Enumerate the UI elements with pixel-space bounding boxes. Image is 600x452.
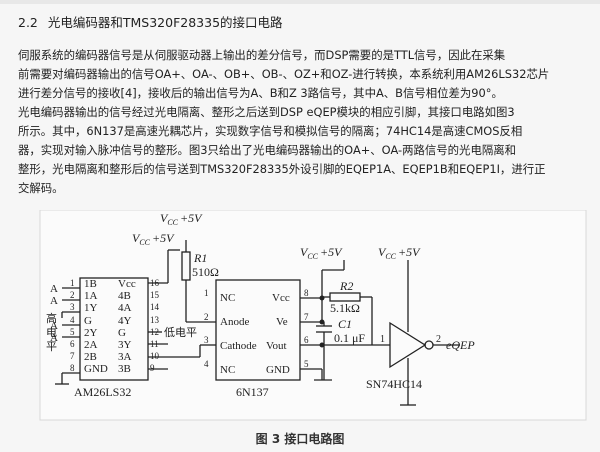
svg-text:GND: GND [84,363,108,375]
svg-text:Anode: Anode [220,316,249,328]
svg-text:0.1 μF: 0.1 μF [334,331,365,345]
svg-text:平: 平 [46,340,57,353]
svg-text:VCC+5V: VCC+5V [378,245,421,261]
paragraph-line: 交解码。 [18,181,64,195]
svg-text:VCC+5V: VCC+5V [160,211,203,227]
svg-text:2: 2 [436,334,441,345]
svg-text:5.1kΩ: 5.1kΩ [330,301,360,315]
svg-text:11: 11 [150,339,159,349]
svg-text:SN74HC14: SN74HC14 [366,377,422,391]
svg-text:1: 1 [204,288,209,298]
paragraph-line: 光电编码器输出的信号经过光电隔离、整形之后送到DSP eQEP模块的相应引脚，其… [18,105,515,119]
svg-text:AM26LS32: AM26LS32 [74,385,131,399]
svg-text:电: 电 [46,326,57,339]
svg-text:15: 15 [150,290,160,300]
svg-text:A: A [50,295,58,307]
svg-text:Vcc: Vcc [118,278,136,290]
svg-text:VCC+5V: VCC+5V [132,231,175,247]
svg-text:9: 9 [150,363,155,373]
svg-text:8: 8 [70,363,75,373]
svg-text:低电平: 低电平 [164,326,197,339]
svg-text:C1: C1 [338,317,352,331]
section-title: 光电编码器和TMS320F28335的接口电路 [47,15,283,30]
svg-text:1: 1 [70,278,75,288]
sn74hc14-inverter [389,321,427,369]
svg-text:3Y: 3Y [118,339,132,351]
paragraph-line: 伺服系统的编码器信号是从伺服驱动器上输出的差分信号，而DSP需要的是TTL信号，… [18,48,506,62]
am26ls32-chip [79,277,149,381]
svg-text:A: A [50,320,58,332]
svg-text:4Y: 4Y [118,315,132,327]
section-number: 2.2 [18,15,38,30]
page-top-border [0,0,600,4]
svg-text:7: 7 [304,312,309,322]
svg-text:5: 5 [70,327,75,337]
svg-text:13: 13 [150,315,160,325]
svg-text:4B: 4B [118,290,131,302]
svg-text:16: 16 [150,278,160,288]
svg-text:NC: NC [220,364,235,376]
svg-text:高: 高 [46,311,57,325]
svg-text:A: A [50,283,58,295]
svg-text:Vout: Vout [266,340,287,352]
svg-text:GND: GND [266,364,290,376]
svg-text:2B: 2B [84,351,97,363]
interface-circuit-diagram: VCC+5V VCC+5V VCC+5V VCC+5V A A A A 1 1B… [39,209,587,421]
svg-text:NC: NC [220,292,235,304]
svg-text:14: 14 [150,302,160,312]
svg-text:3: 3 [204,335,209,345]
svg-text:A: A [50,332,58,344]
svg-text:6: 6 [304,335,309,345]
svg-text:1Y: 1Y [84,302,98,314]
svg-text:1B: 1B [84,278,97,290]
paragraph-line: 所示。其中，6N137是高速光耦芯片，实现数字信号和模拟信号的隔离；74HC14… [18,124,523,138]
svg-text:R1: R1 [193,251,207,265]
svg-text:3B: 3B [118,363,131,375]
svg-text:12: 12 [150,327,159,337]
svg-text:Vcc: Vcc [272,292,290,304]
paragraph-line: 前需要对编码器输出的信号OA+、OA-、OB+、OB-、OZ+和OZ-进行转换，… [18,67,550,81]
svg-text:4: 4 [70,315,75,325]
svg-text:Ve: Ve [276,316,288,328]
svg-text:4: 4 [204,359,209,369]
svg-text:6N137: 6N137 [236,385,269,399]
svg-text:2Y: 2Y [84,327,98,339]
svg-text:7: 7 [70,351,75,361]
paragraph-line: 器，实现对输入脉冲信号的整形。图3只给出了光电编码器输出的OA+、OA-两路信号… [18,143,517,157]
svg-text:2A: 2A [84,339,98,351]
6n137-chip [215,279,301,381]
circuit-figure: VCC+5V VCC+5V VCC+5V VCC+5V A A A A 1 1B… [0,209,600,432]
svg-text:8: 8 [304,288,309,298]
svg-text:3A: 3A [118,351,132,363]
figure-caption: 图 3 接口电路图 [255,432,345,446]
svg-text:1A: 1A [84,290,98,302]
svg-text:10: 10 [150,351,160,361]
svg-text:G: G [84,315,92,327]
section-heading: 2.2 光电编码器和TMS320F28335的接口电路 [18,12,283,31]
body-paragraph: 伺服系统的编码器信号是从伺服驱动器上输出的差分信号，而DSP需要的是TTL信号，… [18,46,586,198]
svg-text:4A: 4A [118,302,132,314]
svg-text:2: 2 [70,290,75,300]
paragraph-line: 整形，光电隔离和整形后的信号送到TMS320F28335外设引脚的EQEP1A、… [18,162,546,176]
svg-text:3: 3 [70,302,75,312]
svg-text:510Ω: 510Ω [192,265,219,279]
paragraph-line: 进行差分信号的接收[4]，接收后的输出信号为A、B和Z 3路信号，其中A、B信号… [18,86,503,100]
svg-text:2: 2 [204,312,209,322]
svg-text:5: 5 [304,359,309,369]
svg-text:G: G [118,327,126,339]
svg-text:6: 6 [70,339,75,349]
svg-text:R2: R2 [339,279,353,293]
svg-text:VCC+5V: VCC+5V [300,245,343,261]
svg-text:eQEP: eQEP [446,338,475,352]
svg-text:1: 1 [380,334,385,345]
svg-text:Cathode: Cathode [220,340,257,352]
